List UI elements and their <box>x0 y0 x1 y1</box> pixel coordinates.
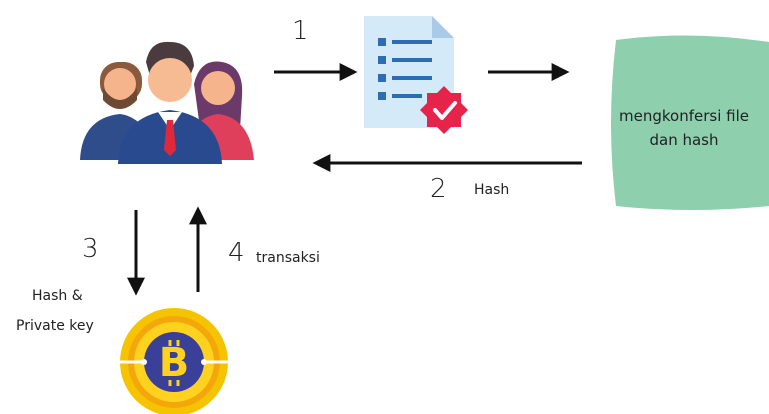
verifier-box-text: mengkonfersi file dan hash <box>604 104 764 152</box>
verifier-box-line1: mengkonfersi file <box>619 107 749 125</box>
step-2-label: Hash <box>474 182 510 198</box>
step-4-label: transaksi <box>256 250 320 266</box>
verifier-box-line2: dan hash <box>649 131 719 149</box>
step-1-number: 1 <box>292 16 309 46</box>
step-3-label-line2: Private key <box>16 318 94 334</box>
bitcoin-coin-icon: B <box>120 308 228 414</box>
verified-document-icon <box>364 16 468 134</box>
step-2-number: 2 <box>430 174 447 204</box>
step-3-number: 3 <box>82 234 99 264</box>
users-group-icon <box>80 41 254 164</box>
svg-text:B: B <box>159 340 190 386</box>
step-3-label-line1: Hash & <box>32 288 83 304</box>
verifier-box <box>611 35 769 210</box>
step-4-number: 4 <box>228 238 245 268</box>
